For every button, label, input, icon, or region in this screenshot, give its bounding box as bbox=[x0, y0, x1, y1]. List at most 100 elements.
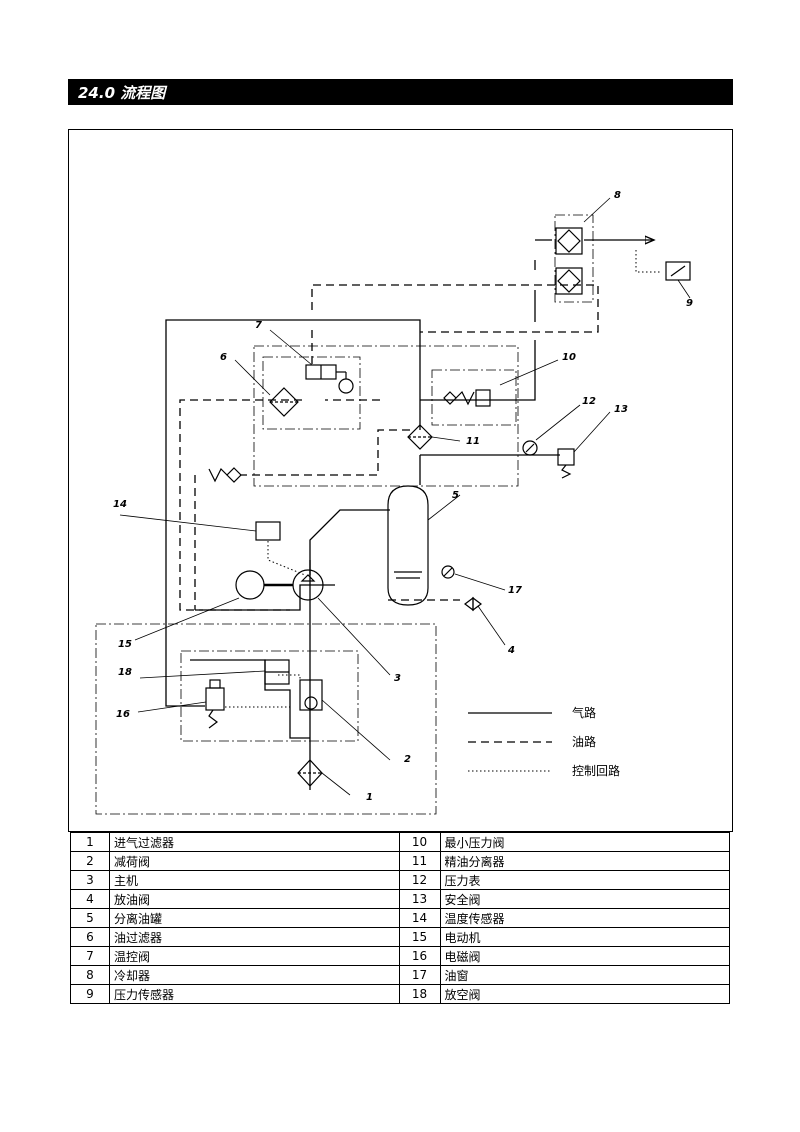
min-pressure-valve-icon bbox=[443, 389, 491, 407]
callout-10: 10 bbox=[562, 352, 576, 363]
solenoid-valve-icon bbox=[205, 679, 225, 729]
part-name: 电磁阀 bbox=[439, 946, 730, 966]
intake-filter-icon bbox=[297, 759, 323, 787]
part-number: 11 bbox=[398, 851, 441, 871]
separator-tank-icon bbox=[387, 485, 429, 606]
part-number: 8 bbox=[70, 965, 110, 985]
callout-6: 6 bbox=[220, 352, 227, 363]
cooler-group-box bbox=[554, 214, 594, 303]
table-row: 4 放油阀 13 安全阀 bbox=[70, 889, 730, 909]
pressure-sensor-icon bbox=[665, 261, 691, 281]
part-number: 17 bbox=[398, 965, 441, 985]
callout-18: 18 bbox=[118, 667, 132, 678]
callout-13: 13 bbox=[614, 404, 628, 415]
part-number: 5 bbox=[70, 908, 110, 928]
callout-3: 3 bbox=[394, 673, 401, 684]
callout-14: 14 bbox=[113, 499, 127, 510]
callout-1: 1 bbox=[366, 792, 373, 803]
table-row: 3 主机 12 压力表 bbox=[70, 870, 730, 890]
callout-11: 11 bbox=[466, 436, 480, 447]
group-boxes bbox=[95, 214, 594, 815]
section-title-bar: 24.0 流程图 bbox=[68, 79, 733, 105]
part-name: 压力传感器 bbox=[109, 984, 400, 1004]
part-number: 16 bbox=[398, 946, 441, 966]
thermo-valve-group-box bbox=[262, 356, 361, 430]
flow-diagram: 1 2 3 4 5 6 7 8 9 10 11 12 13 14 17 15 1… bbox=[95, 190, 693, 815]
intake-group-box bbox=[95, 623, 437, 815]
part-name: 最小压力阀 bbox=[439, 832, 730, 852]
part-name: 温控阀 bbox=[109, 946, 400, 966]
oil-filter-group-box bbox=[253, 345, 519, 487]
table-row: 5 分离油罐 14 温度传感器 bbox=[70, 908, 730, 928]
section-title: 24.0 流程图 bbox=[78, 84, 166, 102]
part-name: 放油阀 bbox=[109, 889, 400, 909]
min-pressure-group-box bbox=[431, 369, 517, 426]
callout-15: 15 bbox=[118, 639, 132, 650]
callout-9: 9 bbox=[686, 298, 693, 309]
table-row: 2 减荷阀 11 精油分离器 bbox=[70, 851, 730, 871]
part-name: 油过滤器 bbox=[109, 927, 400, 947]
part-name: 温度传感器 bbox=[439, 908, 730, 928]
part-number: 18 bbox=[398, 984, 441, 1004]
part-number: 6 bbox=[70, 927, 110, 947]
vent-valve-icon bbox=[264, 659, 290, 685]
table-row: 7 温控阀 16 电磁阀 bbox=[70, 946, 730, 966]
control-lines bbox=[225, 250, 660, 708]
callout-2: 2 bbox=[404, 754, 411, 765]
part-number: 1 bbox=[70, 832, 110, 852]
part-number: 10 bbox=[398, 832, 441, 852]
part-name: 进气过滤器 bbox=[109, 832, 400, 852]
part-name: 电动机 bbox=[439, 927, 730, 947]
safety-valve-icon bbox=[557, 448, 575, 479]
part-name: 主机 bbox=[109, 870, 400, 890]
parts-table: 1 进气过滤器 10 最小压力阀 2 减荷阀 11 精油分离器 3 主机 12 … bbox=[70, 832, 730, 1004]
unloader-group-box bbox=[180, 650, 359, 742]
fine-separator-icon bbox=[407, 424, 433, 450]
oil-sight-glass-icon bbox=[441, 565, 455, 579]
table-row: 1 进气过滤器 10 最小压力阀 bbox=[70, 832, 730, 852]
components bbox=[205, 227, 691, 787]
pressure-gauge-icon bbox=[522, 440, 538, 456]
part-number: 7 bbox=[70, 946, 110, 966]
line-legend: 气路 油路 控制回路 bbox=[468, 705, 620, 778]
callout-16: 16 bbox=[116, 709, 130, 720]
part-number: 15 bbox=[398, 927, 441, 947]
legend-control-label: 控制回路 bbox=[572, 763, 620, 778]
cooler-icon bbox=[555, 227, 583, 295]
part-name: 减荷阀 bbox=[109, 851, 400, 871]
oil-filter-icon bbox=[269, 387, 299, 417]
legend-oil-label: 油路 bbox=[572, 734, 596, 749]
part-number: 2 bbox=[70, 851, 110, 871]
callout-17: 17 bbox=[508, 585, 522, 596]
table-row: 6 油过滤器 15 电动机 bbox=[70, 927, 730, 947]
table-row: 9 压力传感器 18 放空阀 bbox=[70, 984, 730, 1004]
part-name: 放空阀 bbox=[439, 984, 730, 1004]
motor-icon bbox=[235, 570, 293, 600]
callout-7: 7 bbox=[255, 320, 262, 331]
leader-lines bbox=[119, 197, 691, 796]
part-name: 精油分离器 bbox=[439, 851, 730, 871]
oil-lines bbox=[179, 284, 599, 611]
callout-labels: 1 2 3 4 5 6 7 8 9 10 11 12 13 14 17 15 1… bbox=[113, 190, 693, 803]
part-name: 分离油罐 bbox=[109, 908, 400, 928]
part-number: 14 bbox=[398, 908, 441, 928]
temperature-sensor-icon bbox=[255, 521, 281, 541]
part-name: 冷却器 bbox=[109, 965, 400, 985]
legend-air-label: 气路 bbox=[572, 705, 596, 720]
thermostatic-valve-icon bbox=[305, 364, 354, 394]
unloader-valve-icon bbox=[299, 679, 323, 711]
callout-4: 4 bbox=[507, 645, 515, 656]
part-number: 9 bbox=[70, 984, 110, 1004]
callout-8: 8 bbox=[614, 190, 621, 201]
table-row: 8 冷却器 17 油窗 bbox=[70, 965, 730, 985]
callout-5: 5 bbox=[452, 490, 459, 501]
part-name: 安全阀 bbox=[439, 889, 730, 909]
part-number: 4 bbox=[70, 889, 110, 909]
check-valve-icon bbox=[208, 467, 242, 483]
part-name: 油窗 bbox=[439, 965, 730, 985]
drain-valve-icon bbox=[464, 596, 482, 612]
diagram-frame bbox=[68, 129, 733, 832]
part-number: 3 bbox=[70, 870, 110, 890]
callout-12: 12 bbox=[582, 396, 596, 407]
part-number: 13 bbox=[398, 889, 441, 909]
